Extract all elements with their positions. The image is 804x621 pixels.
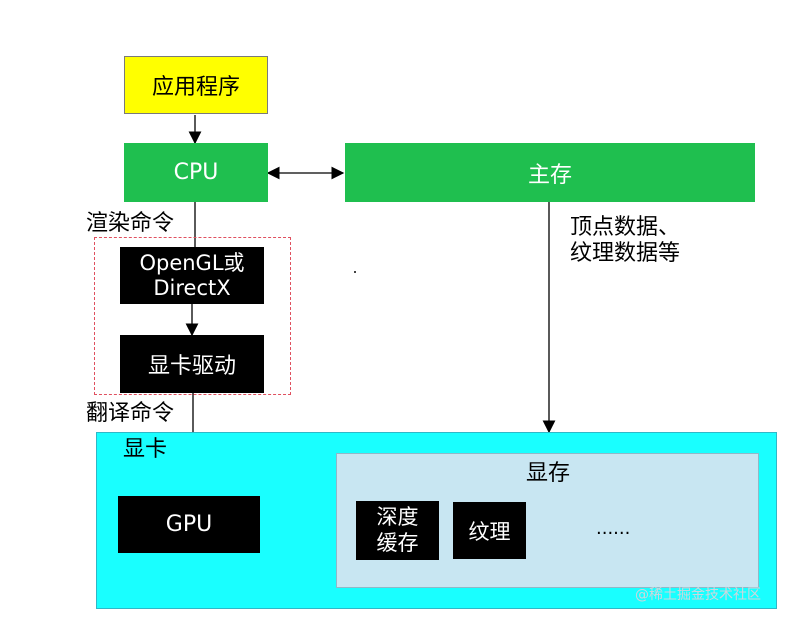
gpu-box: GPU	[118, 496, 260, 553]
app-box: 应用程序	[124, 56, 268, 114]
texture-label: 纹理	[468, 519, 511, 544]
translate-cmd-label: 翻译命令	[86, 401, 175, 426]
watermark: @稀土掘金技术社区	[635, 587, 761, 603]
opengl-directx-box: OpenGL或 DirectX	[120, 247, 264, 304]
texture-box: 纹理	[453, 502, 526, 559]
render-cmd-label: 渲染命令	[86, 211, 175, 236]
vram-label: 显存	[526, 461, 571, 486]
main-memory-box: 主存	[345, 143, 755, 202]
app-label: 应用程序	[151, 75, 240, 100]
stray-dot	[354, 271, 356, 273]
depth-buffer-box: 深度 缓存	[356, 501, 439, 560]
vertex-data-label: 顶点数据、 纹理数据等	[570, 215, 681, 267]
opengl-directx-label: OpenGL或 DirectX	[139, 251, 245, 300]
main-memory-label: 主存	[527, 162, 572, 188]
gpu-label: GPU	[165, 512, 213, 537]
driver-label: 显卡驱动	[147, 354, 236, 379]
cpu-box: CPU	[124, 143, 268, 202]
ellipsis-label: ......	[596, 518, 631, 539]
depth-buffer-label: 深度 缓存	[376, 505, 419, 555]
graphics-card-label: 显卡	[123, 437, 168, 462]
cpu-label: CPU	[173, 160, 219, 185]
driver-box: 显卡驱动	[120, 335, 264, 393]
api-driver-group	[94, 237, 291, 395]
